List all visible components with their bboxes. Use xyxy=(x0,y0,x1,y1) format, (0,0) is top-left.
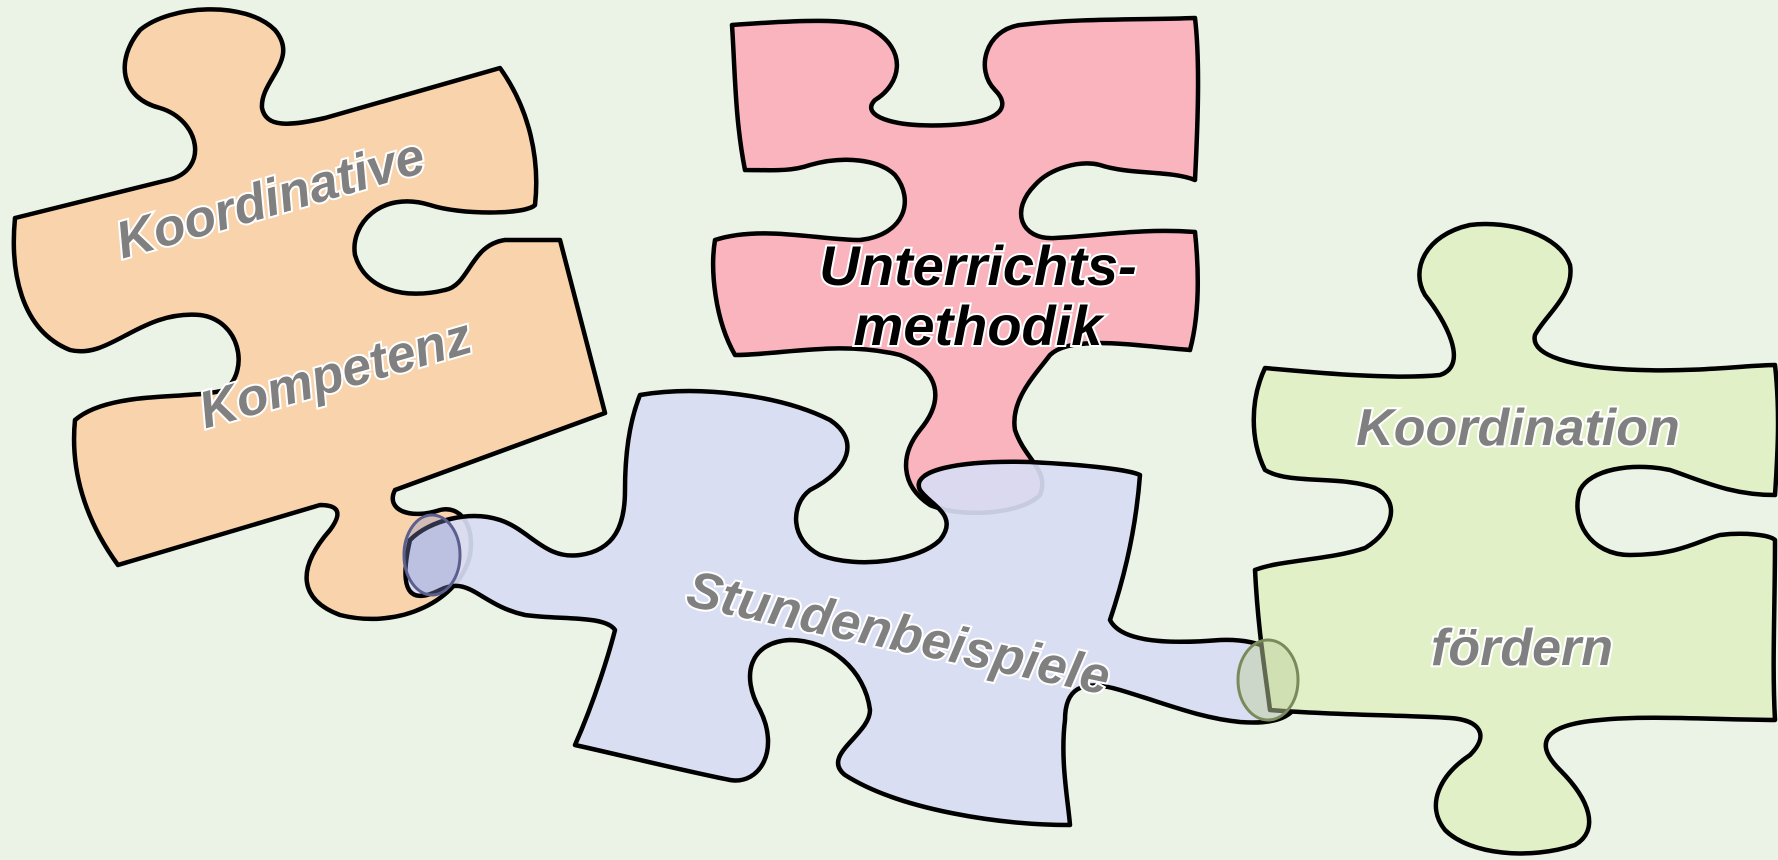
piece-label-foerdern: fördern xyxy=(1431,619,1613,677)
piece-label-methodik: methodik xyxy=(854,294,1106,357)
overlap-ring-right xyxy=(1238,640,1298,720)
piece-label-unterrichts: Unterrichts- xyxy=(819,234,1136,297)
overlap-ring-left xyxy=(404,515,460,595)
piece-label-koordination: Koordination xyxy=(1356,399,1680,457)
puzzle-piece-koordination-foerdern: Koordination fördern xyxy=(1254,224,1778,853)
puzzle-piece-stundenbeispiele: Stundenbeispiele xyxy=(405,391,1300,825)
